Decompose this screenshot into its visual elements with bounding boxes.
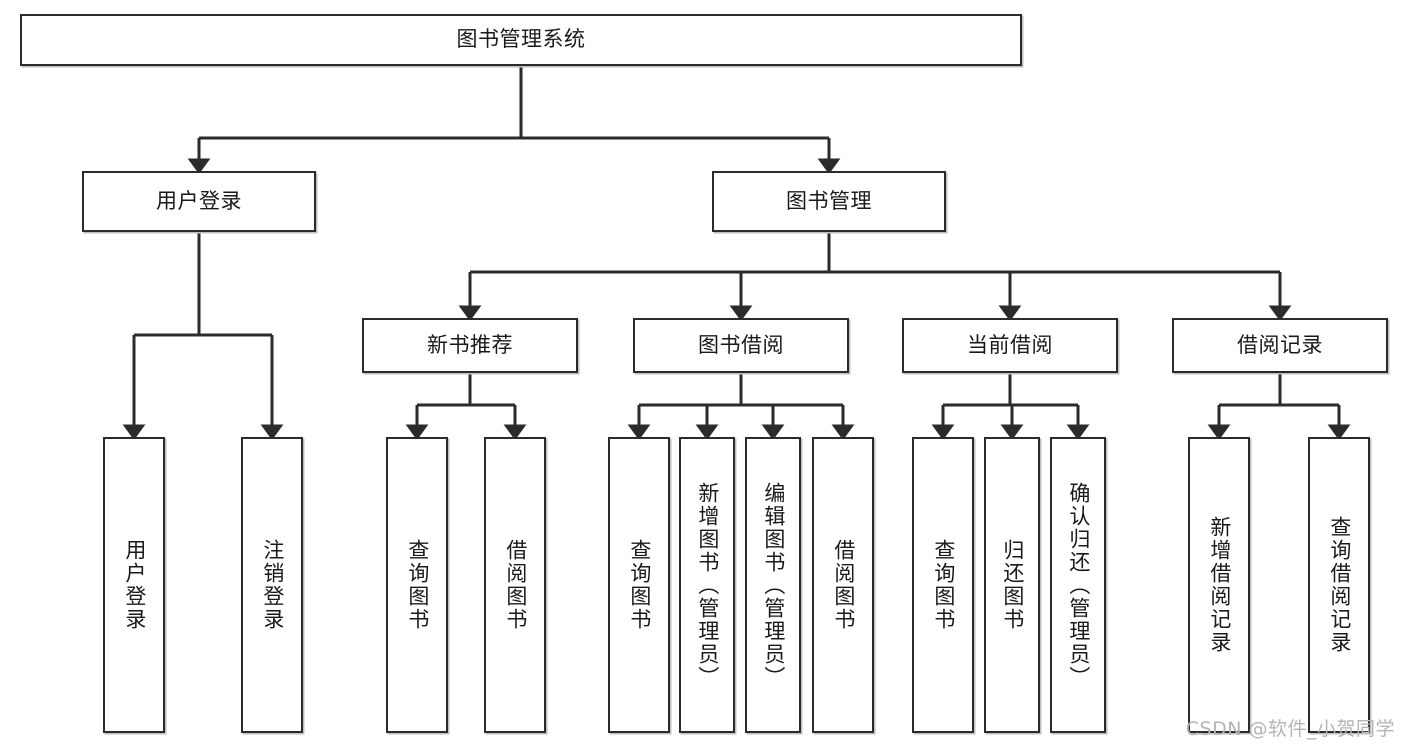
- node-book-borrow[interactable]: 图书借阅: [633, 318, 849, 373]
- watermark-text: CSDN @软件_小贺同学: [1185, 718, 1395, 740]
- node-leaf-query-book-3-label: 查询图书: [931, 539, 956, 631]
- node-leaf-query-book-3[interactable]: 查询图书: [912, 437, 974, 733]
- node-root[interactable]: 图书管理系统: [20, 14, 1022, 66]
- node-user-login-label: 用户登录: [156, 188, 242, 213]
- node-root-label: 图书管理系统: [456, 27, 586, 52]
- node-leaf-add-record-label: 新增借阅记录: [1207, 516, 1232, 654]
- node-user-login[interactable]: 用户登录: [82, 171, 316, 232]
- node-leaf-user-logout-label: 注销登录: [260, 539, 285, 631]
- node-leaf-user-logout[interactable]: 注销登录: [241, 437, 303, 733]
- node-leaf-add-book-label: 新增图书（管理员）: [695, 481, 720, 689]
- node-leaf-confirm-return-label: 确认归还（管理员）: [1066, 481, 1091, 689]
- node-leaf-return-book-label: 归还图书: [1000, 539, 1025, 631]
- node-leaf-borrow-book-2[interactable]: 借阅图书: [812, 437, 874, 733]
- node-leaf-borrow-book-1[interactable]: 借阅图书: [484, 437, 546, 733]
- node-leaf-query-record[interactable]: 查询借阅记录: [1308, 437, 1370, 733]
- node-leaf-confirm-return[interactable]: 确认归还（管理员）: [1050, 437, 1106, 733]
- node-book-management-label: 图书管理: [786, 188, 872, 213]
- node-leaf-query-book-1[interactable]: 查询图书: [386, 437, 448, 733]
- node-new-book-recommend-label: 新书推荐: [427, 332, 513, 357]
- node-leaf-query-book-1-label: 查询图书: [405, 539, 430, 631]
- node-borrow-record-label: 借阅记录: [1237, 332, 1323, 357]
- node-leaf-user-login[interactable]: 用户登录: [103, 437, 165, 733]
- node-leaf-query-book-2-label: 查询图书: [627, 539, 652, 631]
- node-leaf-borrow-book-2-label: 借阅图书: [831, 539, 856, 631]
- node-leaf-user-login-label: 用户登录: [122, 539, 147, 631]
- node-leaf-borrow-book-1-label: 借阅图书: [503, 539, 528, 631]
- node-leaf-edit-book-label: 编辑图书（管理员）: [761, 481, 786, 689]
- node-leaf-return-book[interactable]: 归还图书: [984, 437, 1040, 733]
- node-leaf-add-book[interactable]: 新增图书（管理员）: [679, 437, 735, 733]
- node-current-borrow-label: 当前借阅: [967, 332, 1053, 357]
- node-leaf-query-record-label: 查询借阅记录: [1327, 516, 1352, 654]
- node-book-management[interactable]: 图书管理: [712, 171, 946, 232]
- node-current-borrow[interactable]: 当前借阅: [902, 318, 1118, 373]
- node-book-borrow-label: 图书借阅: [698, 332, 784, 357]
- node-leaf-edit-book[interactable]: 编辑图书（管理员）: [745, 437, 801, 733]
- node-leaf-query-book-2[interactable]: 查询图书: [608, 437, 670, 733]
- node-leaf-add-record[interactable]: 新增借阅记录: [1188, 437, 1250, 733]
- node-borrow-record[interactable]: 借阅记录: [1172, 318, 1388, 373]
- node-new-book-recommend[interactable]: 新书推荐: [362, 318, 578, 373]
